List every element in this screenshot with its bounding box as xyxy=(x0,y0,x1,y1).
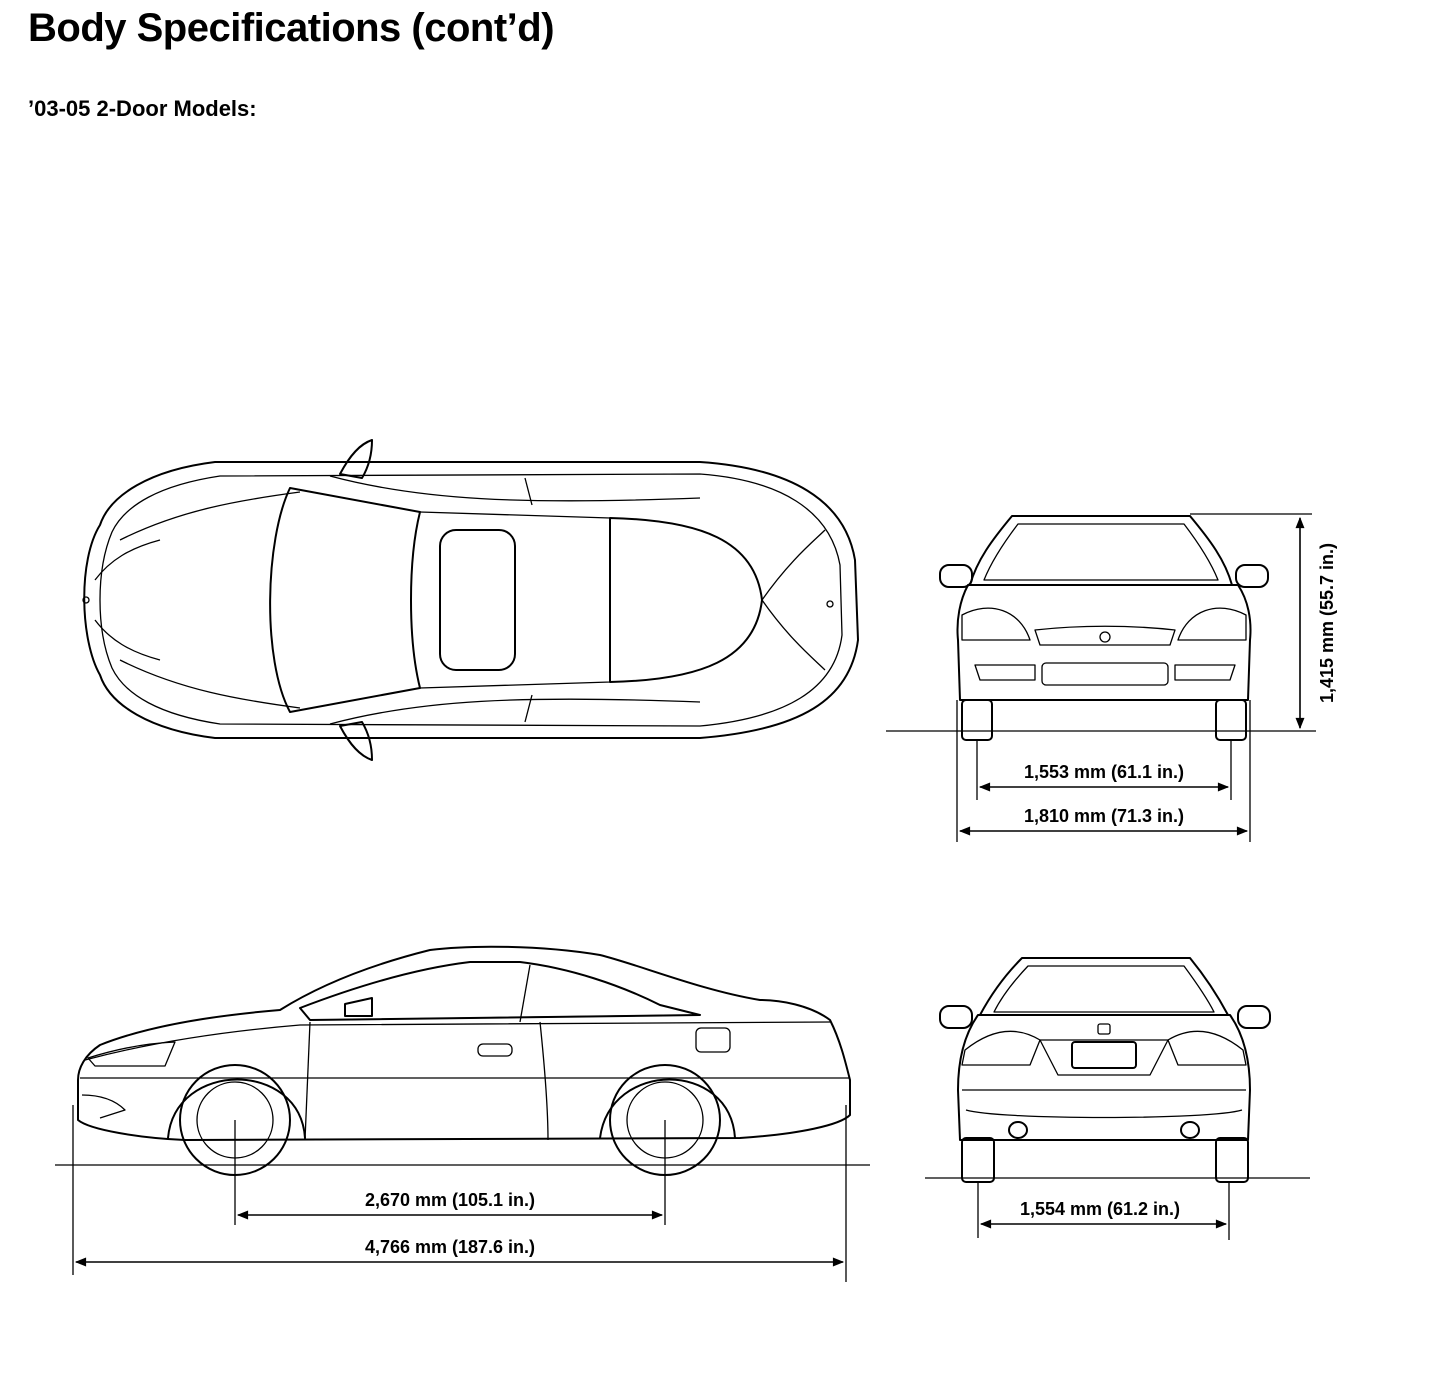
overall-height-label: 1,415 mm (55.7 in.) xyxy=(1317,543,1337,703)
wheelbase-label: 2,670 mm (105.1 in.) xyxy=(365,1190,535,1210)
sunroof-outline xyxy=(439,529,516,671)
front-tread-label: 1,553 mm (61.1 in.) xyxy=(1024,762,1184,782)
side-view: 2,670 mm (105.1 in.) 4,766 mm (187.6 in.… xyxy=(55,945,870,1282)
overall-width-label: 1,810 mm (71.3 in.) xyxy=(1024,806,1184,826)
model-subtitle: ’03-05 2-Door Models: xyxy=(28,96,257,121)
overall-length-label: 4,766 mm (187.6 in.) xyxy=(365,1237,535,1257)
rear-tread-label: 1,554 mm (61.2 in.) xyxy=(1020,1199,1180,1219)
rear-view: 1,554 mm (61.2 in.) xyxy=(925,957,1310,1240)
front-view: 1,415 mm (55.7 in.) 1,553 mm (61.1 in.) … xyxy=(886,513,1337,842)
top-view xyxy=(82,439,859,761)
page-title: Body Specifications (cont’d) xyxy=(28,6,555,50)
